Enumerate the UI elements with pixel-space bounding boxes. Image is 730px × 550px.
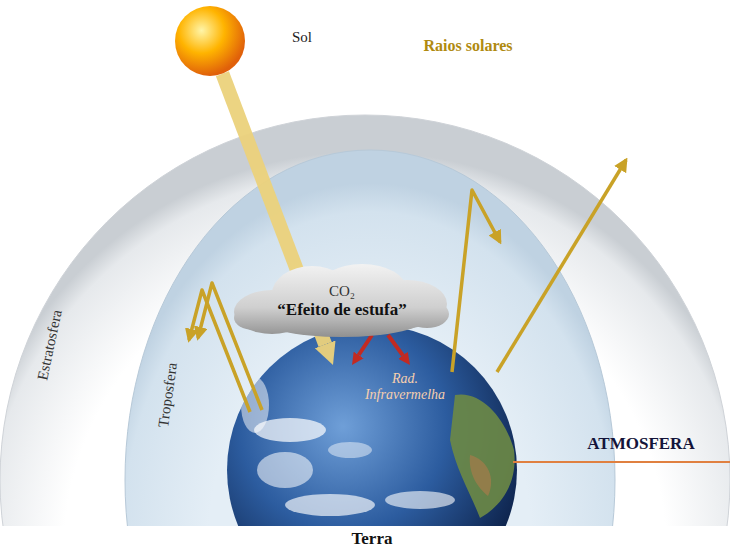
troposphere-band (125, 150, 615, 550)
escaping-ray (497, 160, 626, 372)
gas-formula: CO₂ (329, 283, 355, 300)
radiation-label: Rad. Infravermelha (355, 371, 455, 403)
greenhouse-cloud: CO₂“Efeito de estufa” (232, 262, 452, 338)
atmosphere-leader (513, 461, 730, 463)
cloud-puff (234, 306, 274, 330)
cloud-puff (405, 300, 449, 328)
infrared-arrow (359, 335, 372, 355)
earth-globe (227, 325, 517, 550)
cloud-swirl (285, 494, 375, 516)
sun-node: Sol (174, 5, 324, 77)
ground-strip (0, 526, 730, 550)
cloud-swirl (328, 442, 372, 458)
infrared-arrow (388, 335, 403, 355)
stratosphere-band (0, 115, 730, 550)
effect-title: “Efeito de estufa” (277, 300, 406, 320)
reflected-rays (189, 160, 626, 412)
atmosphere-label: ATMOSFERA (587, 434, 694, 454)
cloud-swirl (257, 452, 313, 488)
rays-label: Raios solares (423, 37, 512, 55)
land (470, 455, 491, 496)
cloud-swirl (385, 491, 455, 509)
earth-node: Rad. InfravermelhaTerra (227, 365, 517, 550)
reflected-ray (452, 190, 500, 372)
earth-label: Terra (227, 529, 517, 549)
globe-disc (227, 325, 517, 550)
cloud-swirl (241, 377, 269, 433)
layer-label: Troposfera (155, 361, 181, 428)
land (450, 394, 515, 518)
cloud-puff (257, 297, 427, 337)
sun-picture (174, 5, 246, 77)
sun-label: Sol (292, 29, 312, 46)
sun-disc (175, 6, 245, 76)
layer-label: Estratosfera (34, 308, 66, 382)
